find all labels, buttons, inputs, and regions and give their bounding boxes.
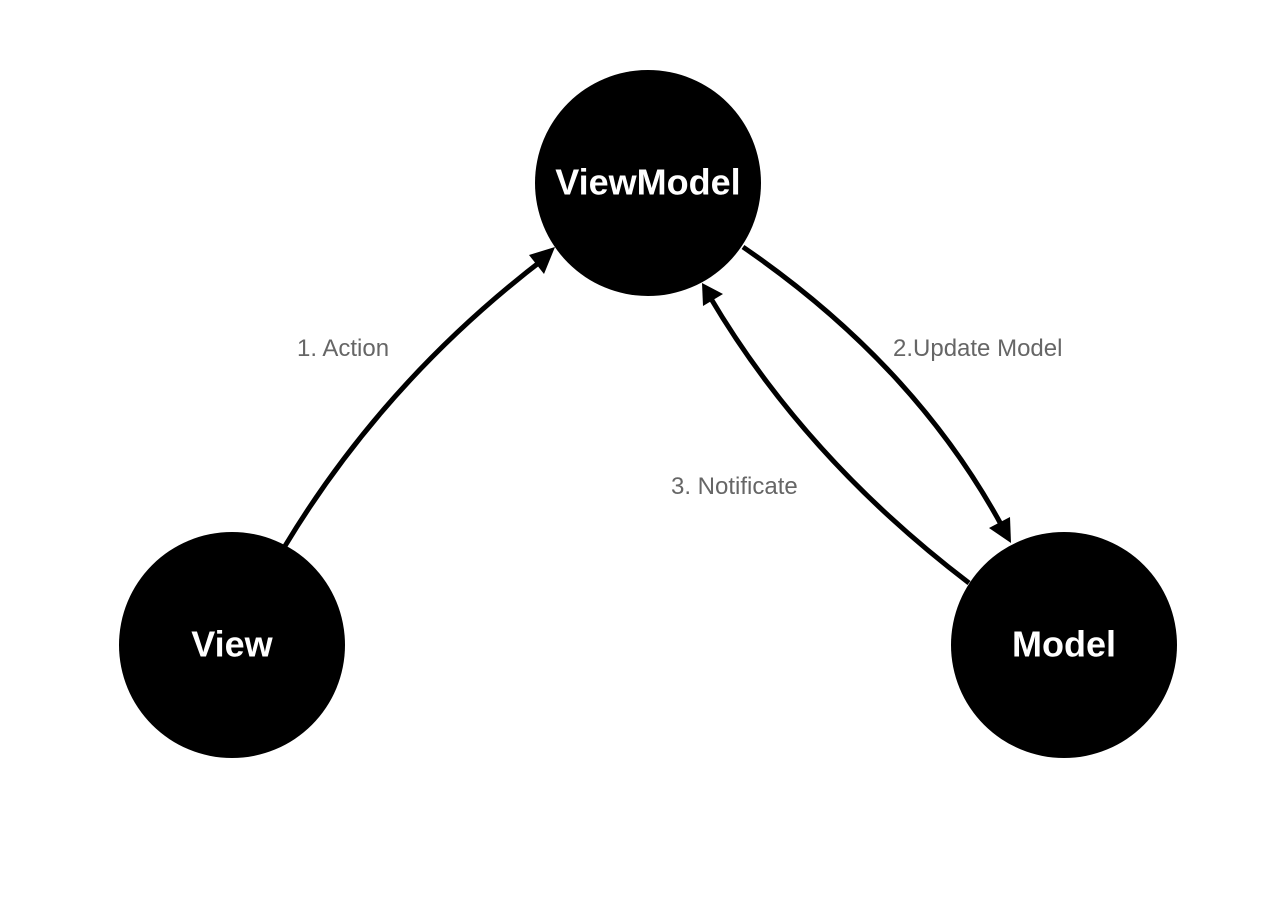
edge-action-line xyxy=(282,256,547,548)
node-view: View xyxy=(119,532,345,758)
node-viewmodel: ViewModel xyxy=(535,70,761,296)
node-view-circle xyxy=(119,532,345,758)
edge-notificate-arrowhead xyxy=(702,283,723,306)
edge-action-label: 1. Action xyxy=(297,335,389,362)
edge-notificate-label: 3. Notificate xyxy=(671,473,798,500)
edge-notificate-line xyxy=(707,295,971,585)
node-view-label: View xyxy=(191,624,273,665)
edge-update-model-arrowhead xyxy=(989,517,1011,543)
edge-update-model-label: 2.Update Model xyxy=(893,335,1062,362)
node-model-label: Model xyxy=(1012,624,1116,665)
edge-update-model xyxy=(741,244,1011,543)
node-viewmodel-circle xyxy=(535,70,761,296)
node-model: Model xyxy=(951,532,1177,758)
edge-action-arrowhead xyxy=(529,247,555,274)
edge-action xyxy=(282,247,555,548)
edge-update-model-line xyxy=(741,244,1006,530)
node-viewmodel-label: ViewModel xyxy=(555,162,740,203)
node-model-circle xyxy=(951,532,1177,758)
edge-notificate xyxy=(702,283,971,585)
